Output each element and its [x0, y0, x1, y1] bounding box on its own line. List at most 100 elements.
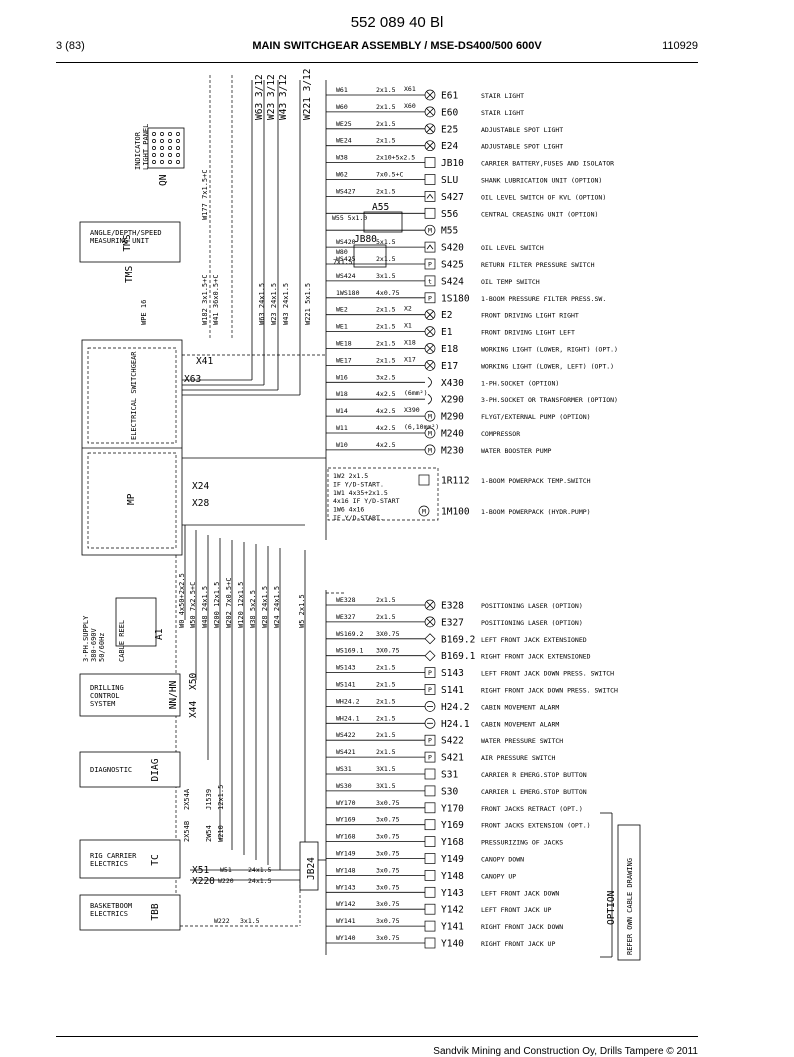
- device-code: M240: [441, 429, 464, 440]
- wire-label: WS143: [336, 664, 356, 672]
- cable-label: 2x1.5: [376, 748, 396, 756]
- diag-wire-label: W210: [217, 825, 225, 842]
- device-code: Y149: [441, 854, 464, 865]
- device-code: S56: [441, 209, 458, 220]
- diag-wire-label: 2X54A: [183, 788, 191, 810]
- device-description: RETURN FILTER PRESSURE SWITCH: [481, 261, 595, 269]
- wire-label: W11: [336, 424, 348, 432]
- box-icon: [424, 785, 436, 797]
- wire-label: WS141: [336, 681, 356, 689]
- cable-label: 3x0.75: [376, 833, 400, 841]
- cable-label: 2x1.5: [376, 714, 396, 722]
- refer-label: REFER OWN CABLE DRAWING: [626, 858, 634, 955]
- block-tag: DIAG: [150, 758, 161, 781]
- device-description: AIR PRESSURE SWITCH: [481, 754, 555, 762]
- switchgear-label: ELECTRICAL SWITCHGEAR: [130, 351, 138, 440]
- svg-text:P: P: [428, 669, 432, 677]
- device-description: LEFT FRONT JACK EXTENSIONED: [481, 636, 587, 644]
- top-wire-label: W221 3/12: [302, 69, 313, 120]
- bottom-wire-label: W0 4x50+2x2.5: [178, 573, 186, 628]
- box-icon: [424, 886, 436, 898]
- device-code: E17: [441, 361, 458, 372]
- device-description: LEFT FRONT JACK DOWN PRESS. SWITCH: [481, 670, 614, 678]
- wire-label: WS169.2: [336, 630, 363, 638]
- footer-rule: [56, 1036, 698, 1037]
- w80-cable-label: 7x1.5: [333, 258, 353, 266]
- motor-icon: M: [424, 410, 436, 422]
- cable-label: 2x1.5: [376, 340, 396, 348]
- cable-label: 4x2.5: [376, 407, 396, 415]
- cable-label: 3X1.5: [376, 782, 396, 790]
- motor-icon: M: [424, 224, 436, 236]
- powerpack-cable-label: 1W1 4x35+2x1.5: [333, 489, 388, 497]
- wire-label: WY143: [336, 883, 356, 891]
- device-code: B169.1: [441, 651, 476, 662]
- w55-label: W55 5x1.0: [332, 214, 367, 222]
- cable-label: 2x1.5: [376, 187, 396, 195]
- temp-icon: t: [424, 275, 436, 287]
- wire-label: W62: [336, 171, 348, 179]
- wire-label: WS30: [336, 782, 352, 790]
- svg-text:M: M: [428, 227, 432, 235]
- device-code: H24.1: [441, 719, 470, 730]
- device-description: STAIR LIGHT: [481, 109, 524, 117]
- document-number: 552 089 40 Bl: [350, 14, 444, 31]
- powerpack-cable-label: 4x16 IF Y/D-START: [333, 497, 400, 505]
- lamp-icon: [424, 106, 436, 118]
- device-description: WATER PRESSURE SWITCH: [481, 737, 563, 745]
- device-description: CABIN MOVEMENT ALARM: [481, 720, 559, 728]
- wire-label: W60: [336, 103, 348, 111]
- device-code: S427: [441, 192, 464, 203]
- device-description: 1-BOOM POWERPACK (HYDR.PUMP): [481, 508, 591, 516]
- w51-cable-label: 24x1.5: [248, 866, 272, 874]
- device-code: Y140: [441, 939, 464, 950]
- device-description: FRONT DRIVING LIGHT LEFT: [481, 329, 575, 337]
- svg-text:M: M: [428, 446, 432, 454]
- device-description: RIGHT FRONT JACK EXTENSIONED: [481, 653, 591, 661]
- device-code: X290: [441, 395, 464, 406]
- lamp-icon: [424, 123, 436, 135]
- block-label: ANGLE/DEPTH/SPEED: [90, 229, 162, 237]
- wire-label: WH24.2: [336, 697, 360, 705]
- top-wire-label: W63 3/12: [254, 74, 265, 120]
- device-code: SLU: [441, 175, 458, 186]
- lamp-icon: [424, 309, 436, 321]
- motor-icon: M: [424, 427, 436, 439]
- diag-wire-label: 12x1.5: [217, 785, 225, 810]
- wire-label: WS424: [336, 272, 356, 280]
- device-code: 1R112: [441, 476, 470, 487]
- device-description: FLYGT/EXTERNAL PUMP (OPTION): [481, 413, 591, 421]
- device-code: E327: [441, 617, 464, 628]
- device-code: M230: [441, 445, 464, 456]
- wire-label: WS420: [336, 238, 356, 246]
- cable-label: 2x1.5: [376, 306, 396, 314]
- device-code: S143: [441, 668, 464, 679]
- device-description: RIGHT FRONT JACK DOWN: [481, 923, 563, 931]
- footer-text: Sandvik Mining and Construction Oy, Dril…: [433, 1046, 698, 1057]
- device-code: Y143: [441, 888, 464, 899]
- device-description: LEFT FRONT JACK DOWN: [481, 889, 559, 897]
- device-code: S31: [441, 770, 458, 781]
- cable-label: 4x2.5: [376, 424, 396, 432]
- device-description: OIL LEVEL SWITCH OF KVL (OPTION): [481, 193, 606, 201]
- device-code: E2: [441, 310, 452, 321]
- block-label: DRILLING: [90, 684, 124, 692]
- cable-label: 3x1.5: [376, 272, 396, 280]
- wpe16-label: WPE 16: [140, 300, 148, 325]
- cable-label: 2x1.5: [376, 356, 396, 364]
